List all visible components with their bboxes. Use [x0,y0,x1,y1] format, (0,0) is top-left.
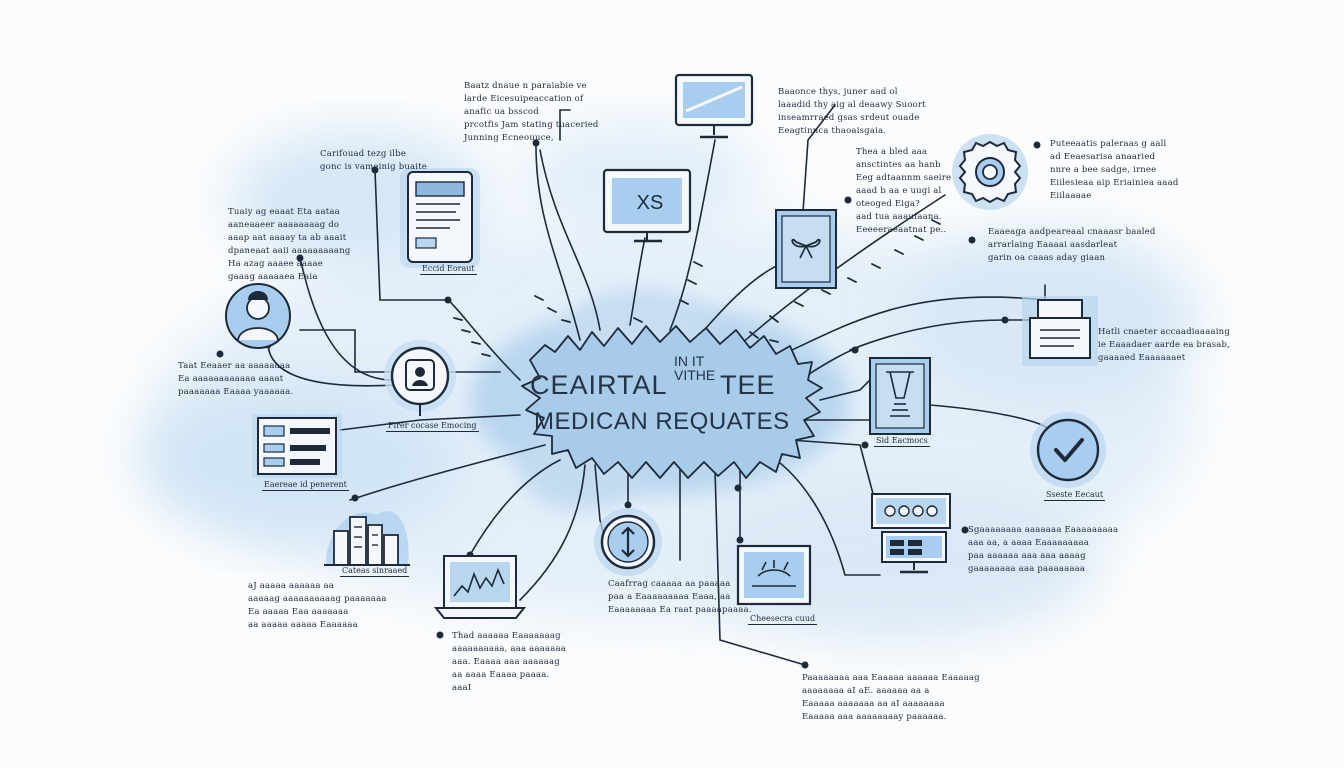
shopping-bag-icon [775,209,837,289]
central-title-line2: MEDICAN REQUATES [534,408,790,435]
tablet-icon [400,168,480,268]
connector-lines [267,104,1051,666]
gear-icon [952,134,1028,210]
display-screen-icon [736,544,812,606]
control-panel-icon [871,493,951,574]
central-title-line1: CEAIRTAL [530,370,668,400]
label-id-scanner: Firer cocase Emocing [386,421,479,432]
monitor-icon [674,73,754,139]
monitor-xs-text: XS [637,192,664,214]
label-check: Sseste Eecaut [1044,490,1106,501]
user-avatar-icon [225,283,291,349]
label-tablet: Eccid Eoraut [420,264,477,275]
central-title-small-top: IN IT [674,353,705,369]
monitor-icon: XS [602,168,692,243]
central-title-small-bottom: VITHE [674,367,716,383]
central-burst [521,325,823,479]
check-circle-icon [1030,412,1106,488]
central-title: CEAIRTAL IN IT VITHE TEE MEDICAN REQUATE… [520,340,820,470]
label-xray: Sid Eacmocs [874,436,930,447]
sort-arrows-icon [594,508,662,576]
buildings-icon [324,510,410,566]
form-panel-icon [252,414,342,478]
face-id-icon [384,340,456,416]
label-buildings: Cateas sinraaed [340,566,410,577]
printer-icon [1022,296,1098,366]
central-title-line1-end: TEE [720,370,776,400]
line-tick-marks [453,219,941,357]
label-form-panel: Eaereae id penerent [262,480,349,491]
central-title-small: IN IT VITHE [674,354,715,382]
label-display: Cheesecra cuud [748,614,818,625]
laptop-chart-icon [433,555,527,619]
xray-panel-icon [869,357,931,435]
